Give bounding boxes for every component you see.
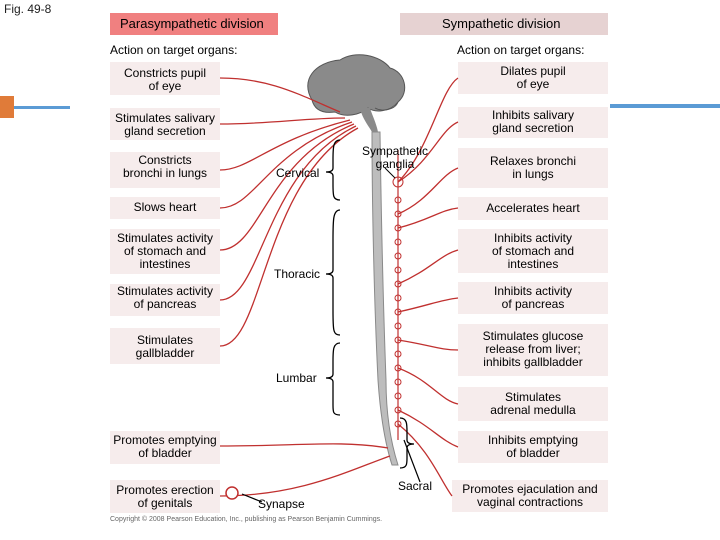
ganglia-label: Sympathetic ganglia	[362, 144, 429, 171]
symp-label-heart: Accelerates heart	[486, 201, 580, 215]
symp-label-pupil: Dilates pupil of eye	[500, 64, 566, 91]
synapse-icon	[225, 486, 239, 500]
symp-box-heart	[458, 197, 608, 220]
para-nerves	[219, 77, 391, 497]
accent-blue-bar-right	[610, 104, 720, 108]
para-label-gallbladder: Stimulates gallbladder	[135, 333, 195, 360]
symp-box-adrenal	[458, 387, 608, 421]
para-label-heart: Slows heart	[133, 200, 197, 214]
symp-box-stomach	[458, 229, 608, 273]
para-box-genitals	[110, 480, 220, 513]
brain-shape	[307, 54, 406, 116]
synapse-label: Synapse	[258, 497, 305, 511]
accent-orange-bar	[0, 96, 14, 118]
symp-box-bladder	[458, 431, 608, 463]
accent-blue-bar	[14, 106, 70, 109]
para-label-bladder: Promotes emptying of bladder	[113, 433, 217, 460]
symp-label-adrenal: Stimulates adrenal medulla	[490, 390, 576, 417]
para-subtitle: Action on target organs:	[110, 43, 238, 57]
symp-label-stomach: Inhibits activity of stomach and intesti…	[491, 231, 575, 271]
brain-stem	[360, 108, 378, 132]
ganglia-marks	[392, 176, 404, 428]
para-box-stomach	[110, 229, 220, 274]
symp-label-bronchi: Relaxes bronchi in lungs	[489, 154, 577, 181]
para-label-genitals: Promotes erection of genitals	[116, 483, 214, 510]
para-box-pupil	[110, 62, 220, 95]
region-cervical: Cervical	[276, 166, 320, 180]
symp-label-liver: Stimulates glucose release from liver; i…	[482, 329, 584, 369]
cerebellum	[374, 101, 399, 111]
para-label-stomach: Stimulates activity of stomach and intes…	[116, 231, 214, 271]
symp-subtitle: Action on target organs:	[457, 43, 585, 57]
symp-label-genitals: Promotes ejaculation and vaginal contrac…	[462, 482, 598, 509]
symp-box-bronchi	[458, 148, 608, 188]
region-thoracic: Thoracic	[274, 267, 321, 281]
para-box-gallbladder	[110, 328, 220, 364]
symp-label-pancreas: Inhibits activity of pancreas	[493, 284, 573, 311]
region-braces	[325, 139, 415, 469]
region-lumbar: Lumbar	[276, 371, 317, 385]
symp-box-genitals	[452, 480, 608, 512]
symp-label-bladder: Inhibits emptying of bladder	[487, 433, 579, 460]
figure-label: Fig. 49-8	[4, 2, 52, 16]
para-box-saliva	[110, 108, 220, 140]
para-label-bronchi: Constricts bronchi in lungs	[122, 153, 208, 180]
symp-box-pancreas	[458, 282, 608, 314]
region-sacral: Sacral	[398, 479, 433, 493]
symp-box-liver	[458, 324, 608, 376]
symp-header: Sympathetic division	[400, 13, 608, 35]
para-box-pancreas	[110, 284, 220, 316]
para-header: Parasympathetic division	[110, 13, 278, 35]
para-label-saliva: Stimulates salivary gland secretion	[114, 111, 216, 138]
synapse-pointer	[241, 493, 263, 503]
ganglia-pointer	[384, 167, 396, 179]
symp-box-saliva	[458, 107, 608, 138]
symp-nerves	[397, 77, 459, 497]
symp-label-saliva: Inhibits salivary gland secretion	[491, 108, 575, 135]
symp-box-pupil	[458, 62, 608, 94]
para-box-bladder	[110, 431, 220, 464]
spinal-cord	[371, 131, 399, 466]
para-label-pupil: Constricts pupil of eye	[123, 66, 207, 93]
sacral-pointer	[403, 439, 421, 483]
copyright-credit: Copyright © 2008 Pearson Education, Inc.…	[110, 516, 383, 523]
para-box-heart	[110, 197, 220, 219]
para-label-pancreas: Stimulates activity of pancreas	[116, 284, 214, 311]
para-box-bronchi	[110, 152, 220, 188]
